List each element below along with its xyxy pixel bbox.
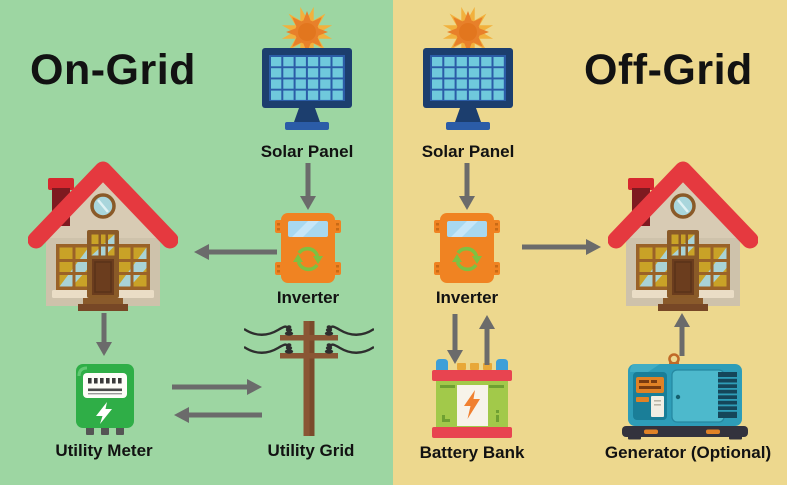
control-panel-icon [633,372,667,420]
utility-grid [244,318,374,439]
inverter-left-label: Inverter [276,288,340,307]
battery-bank-label: Battery Bank [419,443,525,462]
solar-panel-right-label: Solar Panel [421,142,515,161]
solar-panel-with-sun-icon [262,6,352,130]
inverter-icon [275,213,341,283]
house-right [608,156,758,312]
recycle-arrows-icon [296,246,320,272]
inverter-left [275,212,341,284]
window-left-icon [632,244,676,298]
generator-label: Generator (Optional) [604,443,772,462]
solar-panel-left [257,4,357,132]
solar-panel-left-label: Solar Panel [260,142,354,161]
battery-bank [430,358,514,439]
house-left [28,156,178,312]
inverter-right [434,212,500,284]
inverter-right-label: Inverter [435,288,499,307]
window-right-icon [110,244,154,298]
lightning-bolt-icon [96,402,112,424]
sun-icon [442,6,494,58]
generator-icon [622,353,748,440]
off-grid-title: Off-Grid [584,46,753,94]
house-icon [28,161,178,311]
vent-icon [718,372,737,418]
on-grid-title: On-Grid [30,46,196,94]
utility-meter-label: Utility Meter [55,441,153,460]
inverter-icon [434,213,500,283]
generator [620,352,750,440]
utility-meter [74,364,136,437]
panel-icon [262,48,352,130]
battery-icon [432,359,512,438]
panel-icon [423,48,513,130]
door-icon [667,230,699,298]
door-icon [87,230,119,298]
generator-base [622,426,748,437]
solar-panel-right [418,4,518,132]
lightning-bolt-icon [464,390,480,419]
utility-grid-label: Utility Grid [267,441,355,460]
window-left-icon [52,244,96,298]
utility-meter-icon [76,364,134,435]
window-right-icon [690,244,734,298]
utility-pole-icon [244,321,374,436]
recycle-arrows-icon [455,246,479,272]
house-icon [608,161,758,311]
solar-panel-with-sun-icon [423,6,513,130]
